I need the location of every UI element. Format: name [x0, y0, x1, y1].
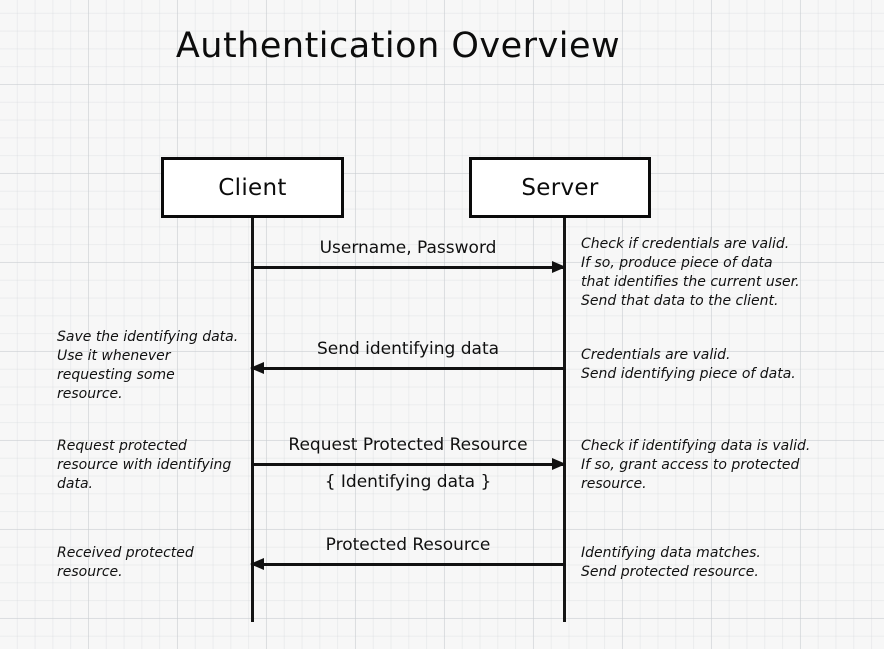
- note-line: resource.: [57, 386, 123, 402]
- participant-box-server[interactable]: Server: [469, 157, 651, 218]
- lifeline-server: [563, 218, 566, 622]
- note-line: Received protected: [57, 545, 194, 561]
- note-line: Send protected resource.: [581, 564, 759, 580]
- message-label: Protected Resource: [325, 535, 491, 555]
- note-line: Send identifying piece of data.: [581, 366, 796, 382]
- message-line: [251, 367, 565, 370]
- note-line: Check if credentials are valid.: [581, 236, 790, 252]
- note-client-save-identifying-data: Save the identifying data. Use it whenev…: [57, 328, 247, 404]
- note-line: resource with identifying: [57, 457, 232, 473]
- note-line: Check if identifying data is valid.: [581, 438, 811, 454]
- participant-box-client[interactable]: Client: [161, 157, 344, 218]
- message-line: [251, 563, 565, 566]
- note-line: Use it whenever: [57, 348, 171, 364]
- message-line: [251, 463, 565, 466]
- participant-label-server: Server: [521, 174, 599, 201]
- arrowhead-left-icon: [250, 362, 264, 374]
- note-line: Credentials are valid.: [581, 347, 731, 363]
- note-line: Identifying data matches.: [581, 545, 761, 561]
- arrowhead-right-icon: [552, 458, 566, 470]
- note-client-received-protected-resource: Received protected resource.: [57, 544, 247, 582]
- message-label: Send identifying data: [316, 339, 500, 359]
- diagram-title: Authentication Overview: [175, 26, 621, 66]
- note-line: If so, produce piece of data: [581, 255, 773, 271]
- arrowhead-left-icon: [250, 558, 264, 570]
- note-line: requesting some: [57, 367, 175, 383]
- note-server-check-credentials: Check if credentials are valid. If so, p…: [581, 235, 831, 311]
- arrowhead-right-icon: [552, 261, 566, 273]
- lifeline-client: [251, 218, 254, 622]
- message-line: [251, 266, 565, 269]
- note-line: Save the identifying data.: [57, 329, 239, 345]
- note-server-identifying-data-matches: Identifying data matches. Send protected…: [581, 544, 831, 582]
- note-server-credentials-valid: Credentials are valid. Send identifying …: [581, 346, 831, 384]
- note-line: Send that data to the client.: [581, 293, 779, 309]
- note-server-check-identifying-data: Check if identifying data is valid. If s…: [581, 437, 831, 494]
- note-line: that identifies the current user.: [581, 274, 800, 290]
- note-line: Request protected: [57, 438, 187, 454]
- note-client-request-protected-resource: Request protected resource with identify…: [57, 437, 247, 494]
- note-line: resource.: [57, 564, 123, 580]
- message-label: Username, Password: [319, 238, 497, 258]
- note-line: resource.: [581, 476, 647, 492]
- note-line: data.: [57, 476, 93, 492]
- message-payload-label: { Identifying data }: [324, 472, 492, 492]
- note-line: If so, grant access to protected: [581, 457, 800, 473]
- participant-label-client: Client: [218, 174, 287, 201]
- message-label: Request Protected Resource: [288, 435, 528, 455]
